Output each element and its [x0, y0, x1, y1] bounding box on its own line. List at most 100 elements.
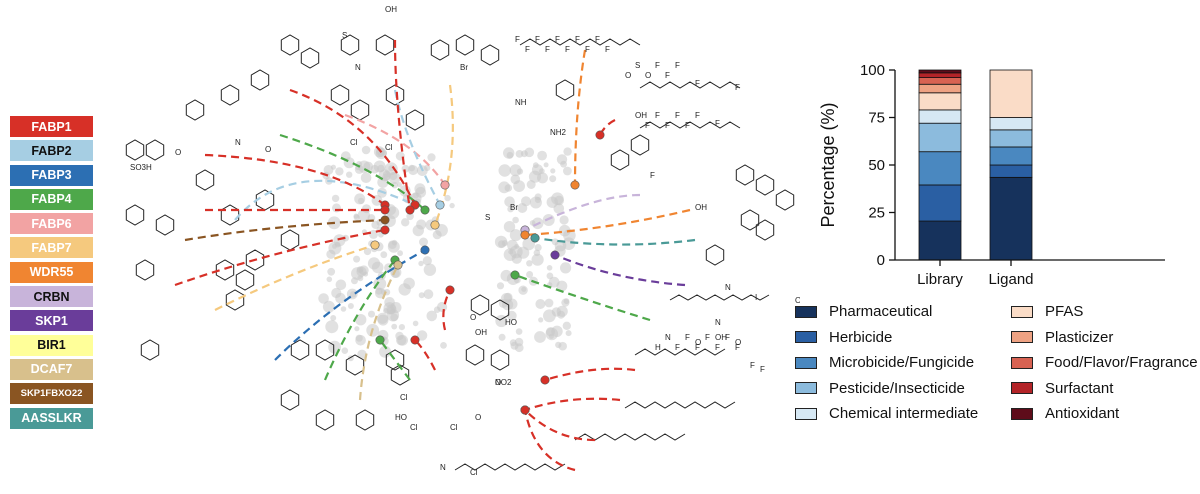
carbon-chain [639, 121, 741, 129]
bar-segment-library-1 [918, 184, 962, 222]
protein-legend-bir1: BIR1 [10, 334, 93, 356]
chemical-bubble [449, 202, 455, 209]
chemical-bubble [423, 263, 437, 276]
ring-structure [490, 349, 510, 371]
bar-segment-library-2 [918, 151, 962, 186]
chemical-bubble [416, 219, 427, 230]
legend-swatch [795, 382, 817, 394]
chemical-bubble [518, 285, 528, 295]
atom-label: O [470, 313, 476, 322]
atom-label: HO [395, 413, 407, 422]
protein-legend-fabp6: FABP6 [10, 213, 93, 235]
bar-segment-library-6 [918, 83, 962, 94]
atom-label: F [655, 111, 660, 120]
link-fabp6 [344, 113, 446, 186]
atom-label: F [715, 119, 720, 128]
chemical-bubble [498, 333, 506, 341]
atom-label: NH [515, 98, 527, 107]
node-skp1 [550, 250, 560, 260]
chemical-bubble [382, 173, 390, 182]
node-fabp1 [540, 375, 550, 385]
atom-label: O [625, 71, 631, 80]
y-tick-label: 50 [868, 157, 885, 174]
link-dcaf7 [358, 264, 399, 401]
atom-label: N [235, 138, 241, 147]
chemical-bubble [354, 326, 360, 332]
chemical-bubble [543, 162, 549, 168]
chemical-bubble [356, 266, 367, 277]
chemical-bubble [561, 298, 570, 307]
y-tick-label: 100 [860, 62, 885, 79]
chemical-bubble [503, 221, 516, 233]
chemical-bubble [398, 324, 405, 331]
chemical-bubble [543, 309, 556, 323]
bar-segment-ligand-2 [989, 146, 1033, 166]
chemical-bubble [323, 165, 334, 175]
node-fabp4 [510, 270, 520, 280]
chemical-bubble [330, 315, 337, 321]
bar-segment-ligand-4 [989, 117, 1033, 131]
chemical-bubble [563, 166, 572, 176]
ring-structure [145, 139, 165, 161]
ligand-links [174, 39, 696, 472]
ring-structure [280, 34, 300, 56]
atom-label: F [750, 361, 755, 370]
chemical-space-cloud [318, 145, 576, 362]
link-wdr55 [573, 49, 587, 186]
chemical-bubble [363, 247, 372, 256]
link-fabp3 [274, 249, 426, 361]
chemical-bubble [418, 292, 425, 299]
ring-structure [630, 134, 650, 156]
chemical-bubble [388, 172, 401, 184]
link-fabp1 [442, 289, 451, 331]
chemical-bubble [371, 261, 384, 274]
link-skp1fbxo22 [184, 218, 386, 242]
node-aasslkr [530, 233, 540, 243]
chemical-bubble [562, 321, 571, 330]
legend-swatch [795, 305, 817, 318]
chemical-bubble [498, 181, 511, 194]
atom-label: Cl [400, 393, 408, 402]
legend-item: Antioxidant [1011, 405, 1119, 422]
legend-item: Chemical intermediate [795, 405, 978, 422]
chemical-bubble [340, 306, 347, 312]
chemical-bubble [538, 317, 544, 323]
chemical-bubble [510, 341, 519, 350]
chemical-bubble [551, 325, 563, 337]
chemical-bubble [528, 170, 542, 183]
chemical-bubble [414, 183, 426, 195]
node-fabp1 [445, 285, 455, 295]
atom-label: S [485, 213, 490, 222]
chemical-bubble [387, 306, 395, 315]
protein-legend-fabp1: FABP1 [10, 116, 93, 137]
ring-structure [405, 109, 425, 131]
carbon-chain [669, 294, 770, 301]
chemical-bubble [504, 196, 515, 207]
legend-label: Microbicide/Fungicide [829, 354, 975, 371]
protein-legend-fabp4: FABP4 [10, 188, 93, 210]
chemical-bubble [500, 269, 513, 282]
legend-label: Pharmaceutical [829, 303, 933, 320]
legend-label: Antioxidant [1045, 405, 1120, 422]
x-tick-label: Library [917, 271, 963, 288]
legend-item: PFAS [1011, 303, 1083, 320]
chemical-bubble [516, 168, 524, 175]
atom-label: O [265, 145, 271, 154]
chemical-bubble [408, 165, 419, 176]
atom-label: F [535, 35, 540, 44]
atom-label: F [715, 343, 720, 352]
chemical-bubble [419, 237, 428, 247]
chemical-bubble [353, 255, 361, 263]
chemical-bubble [559, 215, 569, 225]
chemical-bubble [539, 168, 545, 174]
atom-label: SO3H [130, 163, 152, 172]
chemical-structures [125, 34, 795, 471]
chemical-bubble [509, 229, 522, 242]
legend-swatch [1011, 356, 1033, 369]
ring-structure [350, 99, 370, 121]
protein-legend-aasslkr: AASSLKR [10, 407, 93, 429]
chemical-bubble [351, 277, 358, 285]
ring-structure [280, 389, 300, 411]
ring-structure [125, 139, 145, 161]
